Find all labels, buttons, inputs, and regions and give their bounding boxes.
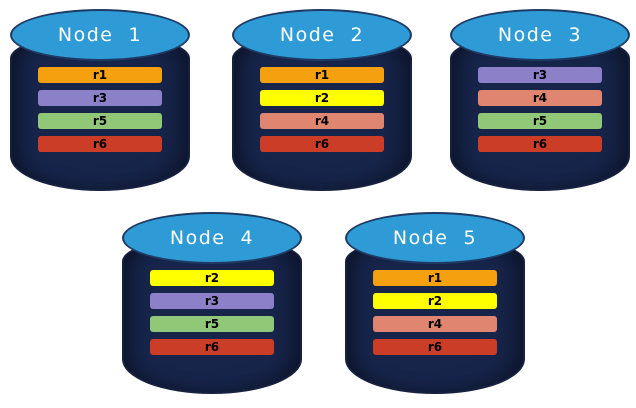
- replica-bar[interactable]: r6: [38, 136, 162, 152]
- replica-bar[interactable]: r5: [150, 316, 274, 332]
- node-cylinder-5[interactable]: Node 5 r1 r2 r4 r6: [345, 212, 525, 398]
- replica-bar[interactable]: r4: [373, 316, 497, 332]
- replica-bar[interactable]: r3: [150, 293, 274, 309]
- node-label-4: Node 4: [169, 227, 255, 249]
- replica-bar[interactable]: r3: [38, 90, 162, 106]
- node-label-5: Node 5: [392, 227, 478, 249]
- replica-stack-1: r1 r3 r5 r6: [38, 67, 162, 152]
- node-label-3: Node 3: [497, 24, 583, 46]
- node-top-cap-2: [232, 9, 412, 61]
- node-top-cap-5: [345, 212, 525, 264]
- replica-bar[interactable]: r5: [478, 113, 602, 129]
- replica-bar[interactable]: r2: [150, 270, 274, 286]
- replica-bar[interactable]: r6: [478, 136, 602, 152]
- node-body-3: [450, 33, 630, 191]
- replica-stack-2: r1 r2 r4 r6: [260, 67, 384, 152]
- replica-bar[interactable]: r2: [373, 293, 497, 309]
- replica-bar[interactable]: r1: [373, 270, 497, 286]
- node-cylinder-2[interactable]: Node 2 r1 r2 r4 r6: [232, 9, 412, 195]
- replica-stack-4: r2 r3 r5 r6: [150, 270, 274, 355]
- node-cylinder-3[interactable]: Node 3 r3 r4 r5 r6: [450, 9, 630, 195]
- replica-bar[interactable]: r4: [478, 90, 602, 106]
- replica-bar[interactable]: r4: [260, 113, 384, 129]
- node-label-2: Node 2: [279, 24, 365, 46]
- node-cylinder-4[interactable]: Node 4 r2 r3 r5 r6: [122, 212, 302, 398]
- replica-bar[interactable]: r1: [38, 67, 162, 83]
- replica-stack-5: r1 r2 r4 r6: [373, 270, 497, 355]
- replica-bar[interactable]: r1: [260, 67, 384, 83]
- node-cylinder-1[interactable]: Node 1 r1 r3 r5 r6: [10, 9, 190, 195]
- replica-stack-3: r3 r4 r5 r6: [478, 67, 602, 152]
- replica-bar[interactable]: r5: [38, 113, 162, 129]
- replica-bar[interactable]: r2: [260, 90, 384, 106]
- replica-bar[interactable]: r6: [373, 339, 497, 355]
- node-top-cap-3: [450, 9, 630, 61]
- node-top-cap-4: [122, 212, 302, 264]
- replica-bar[interactable]: r6: [260, 136, 384, 152]
- node-label-1: Node 1: [57, 24, 143, 46]
- replica-bar[interactable]: r6: [150, 339, 274, 355]
- node-top-cap-1: [10, 9, 190, 61]
- replica-bar[interactable]: r3: [478, 67, 602, 83]
